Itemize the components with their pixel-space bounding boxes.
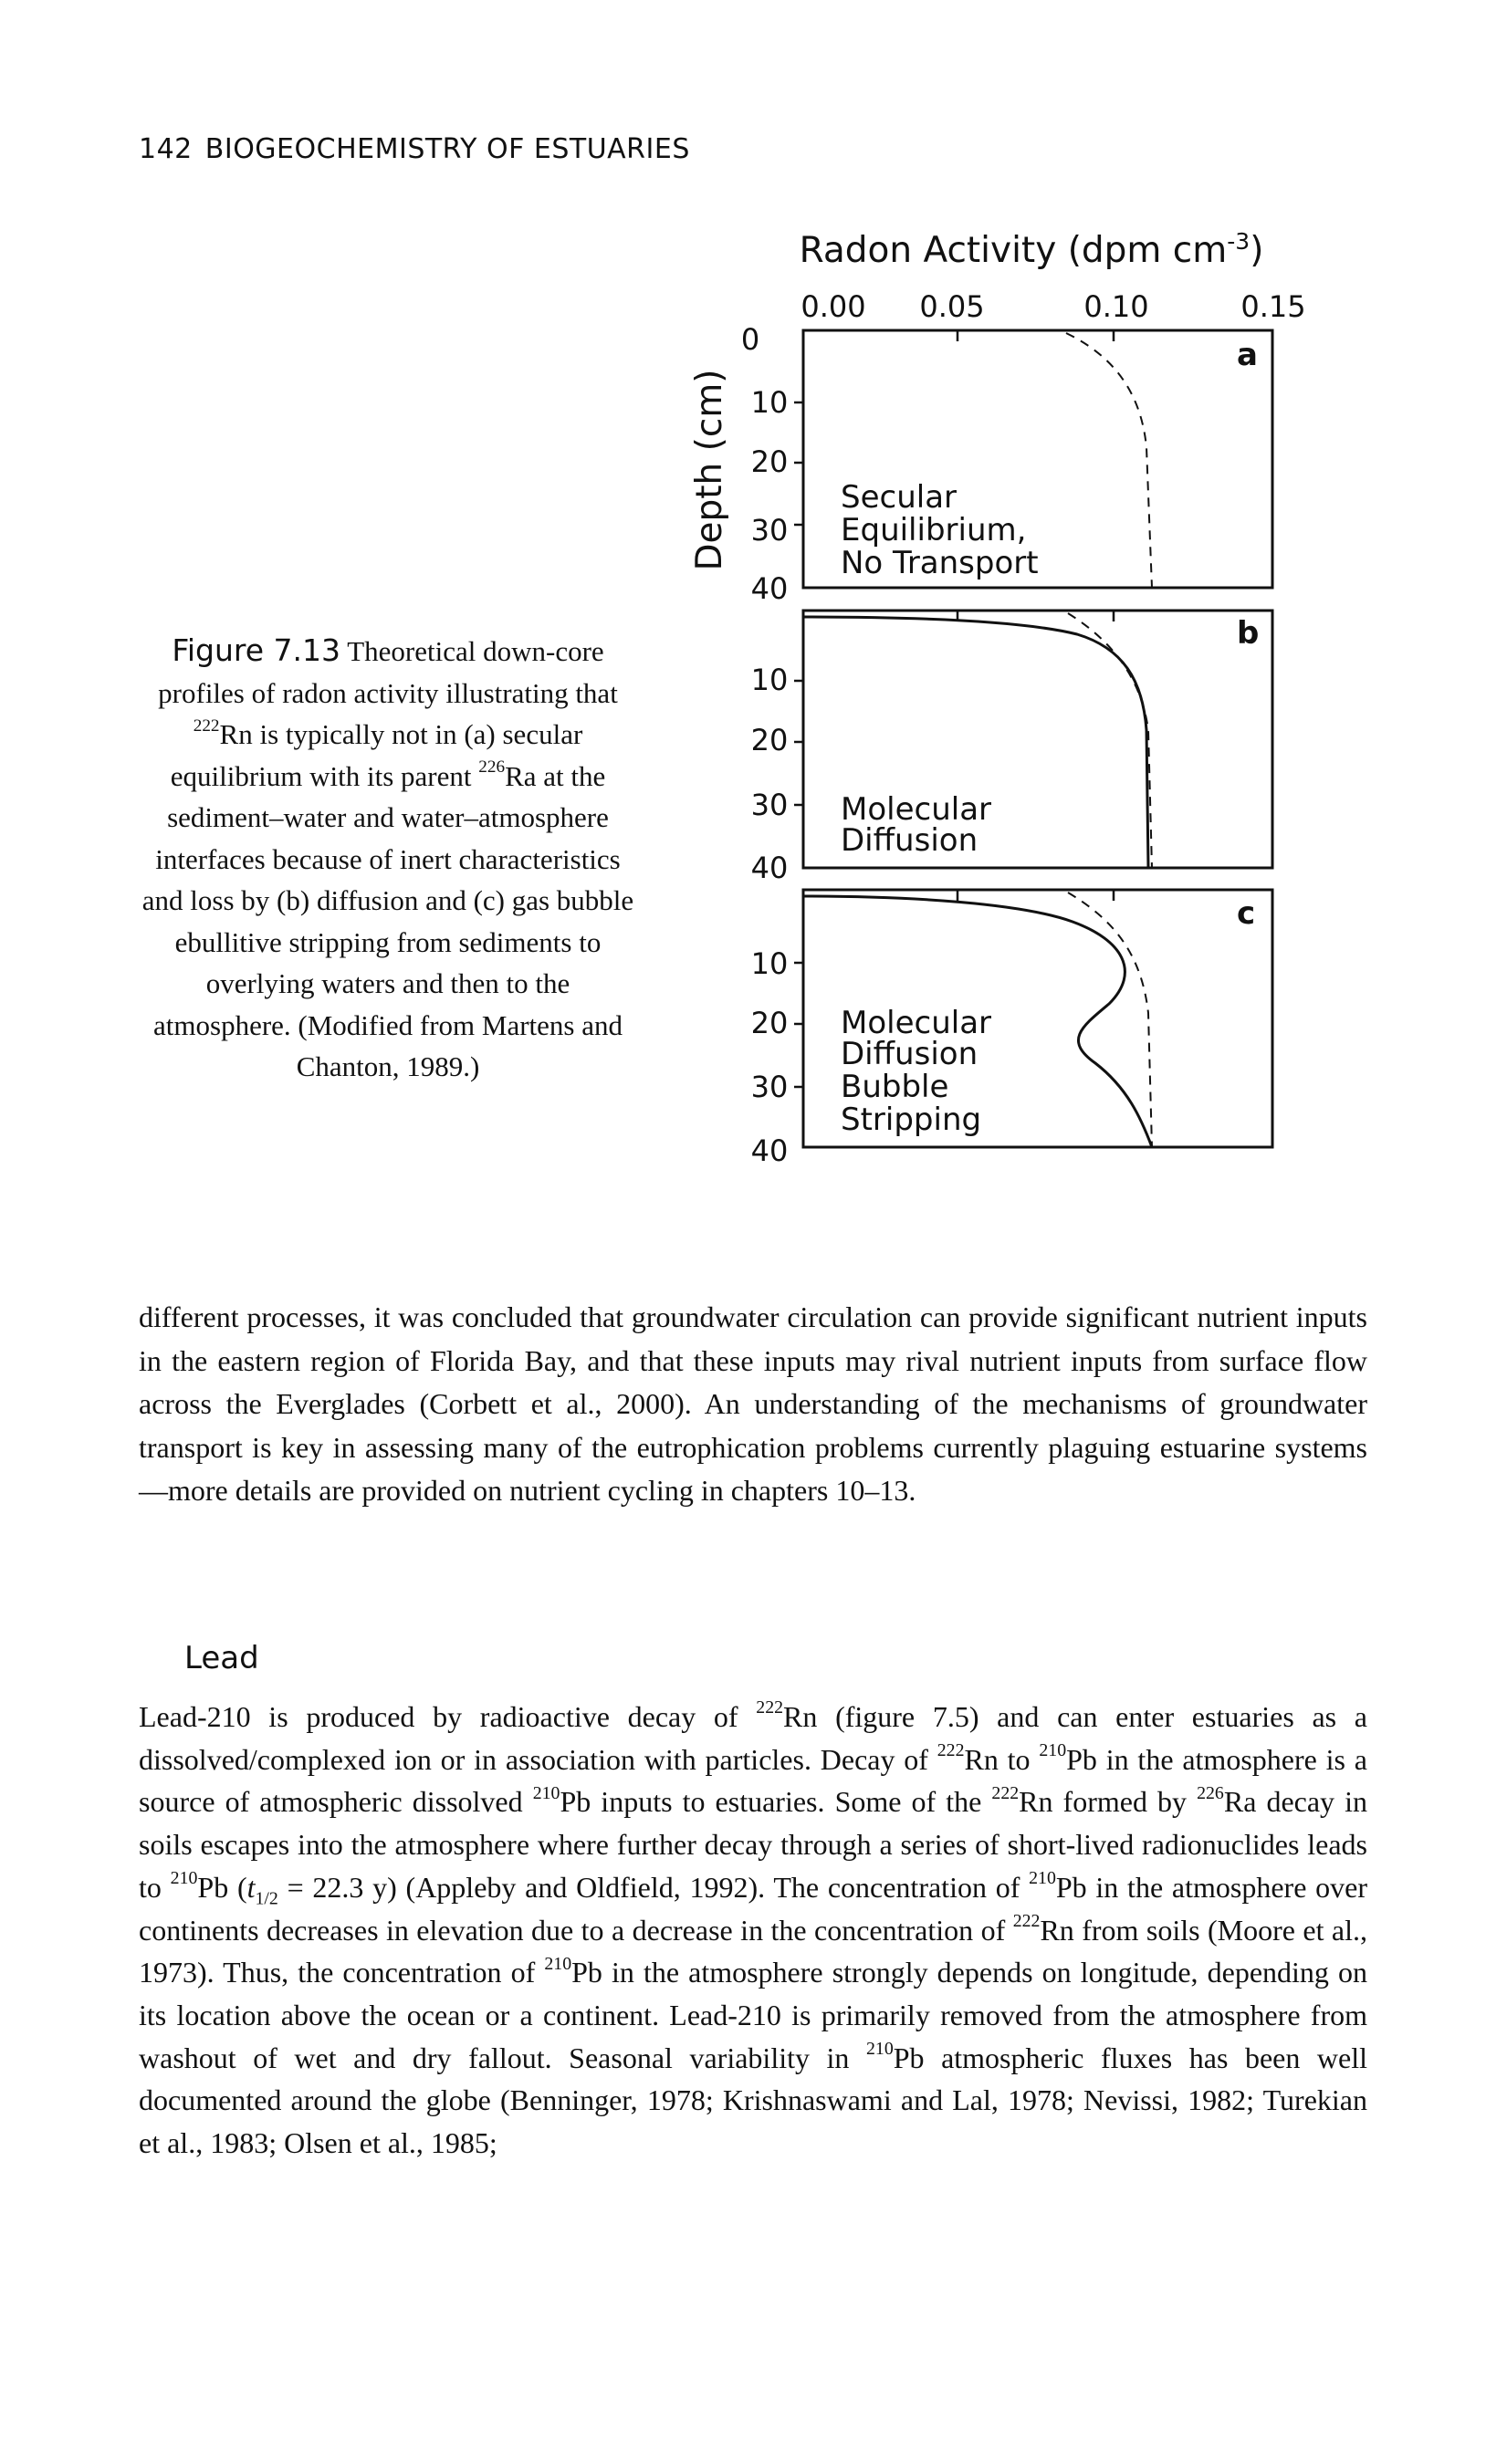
lead-paragraph: Lead-210 is produced by radioactive deca…	[139, 1696, 1367, 2165]
panel-a-label-line: No Transport	[841, 545, 1039, 581]
y-tick-label: 10	[751, 946, 789, 981]
running-title: BIOGEOCHEMISTRY OF ESTUARIES	[204, 133, 690, 165]
figure-label: Figure 7.13	[172, 632, 341, 668]
panel-b-label-line: Diffusion	[841, 822, 978, 859]
panel-b-label-line: Molecular	[841, 791, 991, 828]
y-tick-label: 10	[751, 663, 789, 697]
radon-profile-diffusion	[802, 615, 1150, 869]
y-tick-label: 40	[751, 1133, 789, 1168]
panel-c-label-line: Bubble	[841, 1069, 948, 1105]
panel-a-label-line: Secular	[841, 479, 957, 516]
x-tick-label: 0.05	[919, 289, 984, 324]
panel-c-letter: c	[1237, 895, 1255, 932]
panel-a-frame	[801, 329, 1274, 590]
y-tick-label: 30	[751, 1070, 789, 1104]
y-tick-label: 10	[751, 385, 789, 420]
panel-a-label-line: Equilibrium,	[841, 512, 1026, 548]
y-tick-label: 40	[751, 851, 789, 885]
y-tick-label: 40	[751, 571, 789, 606]
lead-paragraph-text: Lead-210 is produced by radioactive deca…	[139, 1697, 1368, 2160]
panel-c-label-line: Stripping	[841, 1101, 981, 1138]
body-paragraph: different processes, it was concluded th…	[139, 1296, 1367, 1513]
x-axis-title: Radon Activity (dpm cm-3)	[800, 228, 1264, 271]
page-number: 142	[139, 133, 193, 165]
figure-7-13: Radon Activity (dpm cm-3) 0.00 0.05 0.10…	[689, 228, 1306, 1168]
panel-b-frame	[801, 609, 1274, 870]
section-heading: Lead	[184, 1640, 259, 1676]
y-tick-label: 20	[751, 444, 789, 479]
radon-profile-bubble-stripping	[802, 894, 1154, 1148]
y-axis-title: Depth (cm)	[689, 369, 730, 570]
radium-equilibrium-profile	[1065, 332, 1153, 1148]
panel-c-label-line: Diffusion	[841, 1036, 978, 1072]
y-tick-label: 20	[751, 723, 789, 757]
panel-a-letter: a	[1237, 337, 1258, 373]
y-axis-ticks	[794, 401, 803, 1089]
x-tick-label: 0.00	[801, 289, 865, 324]
y-tick-label: 30	[751, 788, 789, 822]
y-tick-label: 0	[741, 322, 759, 357]
panel-c-label-line: Molecular	[841, 1005, 991, 1041]
panel-c-frame	[801, 888, 1274, 1149]
x-tick-label: 0.10	[1083, 289, 1148, 324]
y-tick-label: 30	[751, 513, 789, 548]
figure-caption: Figure 7.13 Theoretical down-core profil…	[141, 632, 634, 1082]
x-tick-label: 0.15	[1240, 289, 1305, 324]
running-head: 142 BIOGEOCHEMISTRY OF ESTUARIES	[139, 133, 690, 165]
y-tick-label: 20	[751, 1006, 789, 1040]
paragraph-text: different processes, it was concluded th…	[139, 1300, 1367, 1507]
panel-b-letter: b	[1237, 615, 1259, 652]
